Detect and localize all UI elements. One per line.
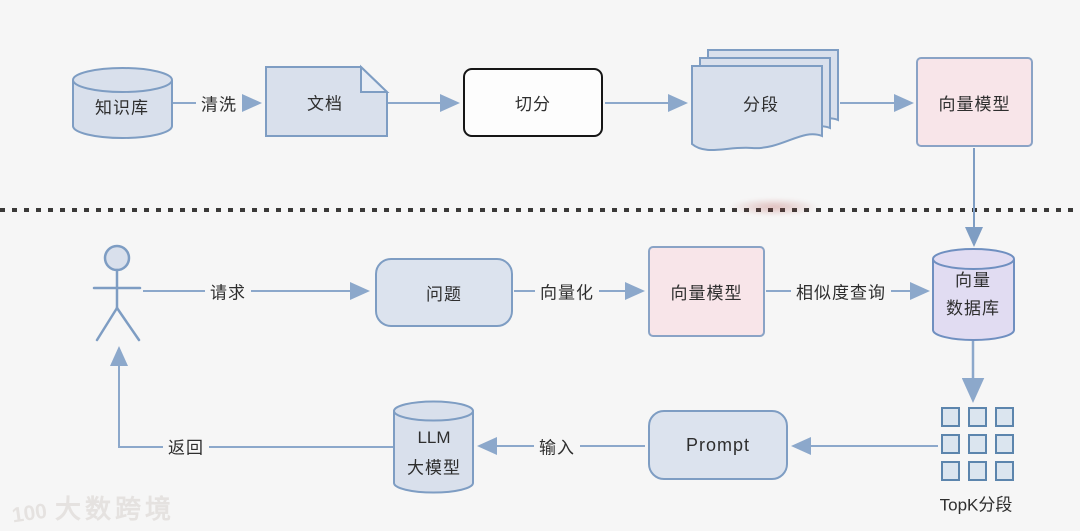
request-arrow-label: 请求 xyxy=(205,277,251,305)
clean-arrow-label: 清洗 xyxy=(196,89,242,117)
arrow-llm-return-to-user xyxy=(110,346,393,448)
document-shape xyxy=(265,64,390,137)
document-label: 文档 xyxy=(307,94,343,114)
segments-label: 分段 xyxy=(743,95,779,115)
user-stick-figure xyxy=(92,244,142,342)
topk-square xyxy=(995,434,1014,454)
watermark-logo: 100 xyxy=(10,499,49,528)
topk-square xyxy=(968,407,987,427)
llm-cylinder xyxy=(393,400,474,494)
prompt-node-label: Prompt xyxy=(685,434,751,455)
topk-square xyxy=(995,407,1014,427)
question-node: 问题 xyxy=(375,258,513,327)
watermark: 100 大数跨境 xyxy=(10,489,176,528)
return-arrow-label: 返回 xyxy=(163,432,209,460)
topk-square xyxy=(941,407,960,427)
embedding-model-node-query: 向量模型 xyxy=(648,246,765,337)
embedding-model-query-label: 向量模型 xyxy=(670,284,743,303)
llm-label-line1: LLM xyxy=(417,428,451,447)
topk-square xyxy=(968,461,987,481)
topk-square xyxy=(941,461,960,481)
embedding-model-node-top: 向量模型 xyxy=(916,57,1033,147)
split-node: 切分 xyxy=(463,68,603,137)
topk-label: TopK分段 xyxy=(939,495,1013,515)
topk-square xyxy=(995,461,1014,481)
split-node-label: 切分 xyxy=(515,95,551,114)
watermark-text: 大数跨境 xyxy=(55,494,176,524)
segments-stacked-pages xyxy=(691,49,839,151)
knowledge-base-label: 知识库 xyxy=(95,98,149,118)
red-smudge-artifact xyxy=(728,198,820,216)
similarity-arrow-label: 相似度查询 xyxy=(791,277,891,305)
vector-db-label-line1: 向量 xyxy=(955,271,991,290)
knowledge-base-cylinder xyxy=(72,67,173,139)
topk-square xyxy=(941,434,960,454)
vector-db-label-line2: 数据库 xyxy=(946,299,1000,318)
prompt-node: Prompt xyxy=(648,410,788,480)
question-node-label: 问题 xyxy=(426,285,462,304)
vectorize-arrow-label: 向量化 xyxy=(535,277,599,305)
embedding-model-top-label: 向量模型 xyxy=(938,94,1011,114)
input-arrow-label: 输入 xyxy=(534,432,580,460)
vector-db-cylinder xyxy=(932,248,1015,341)
llm-label-line2: 大模型 xyxy=(407,458,461,478)
topk-square xyxy=(968,434,987,454)
